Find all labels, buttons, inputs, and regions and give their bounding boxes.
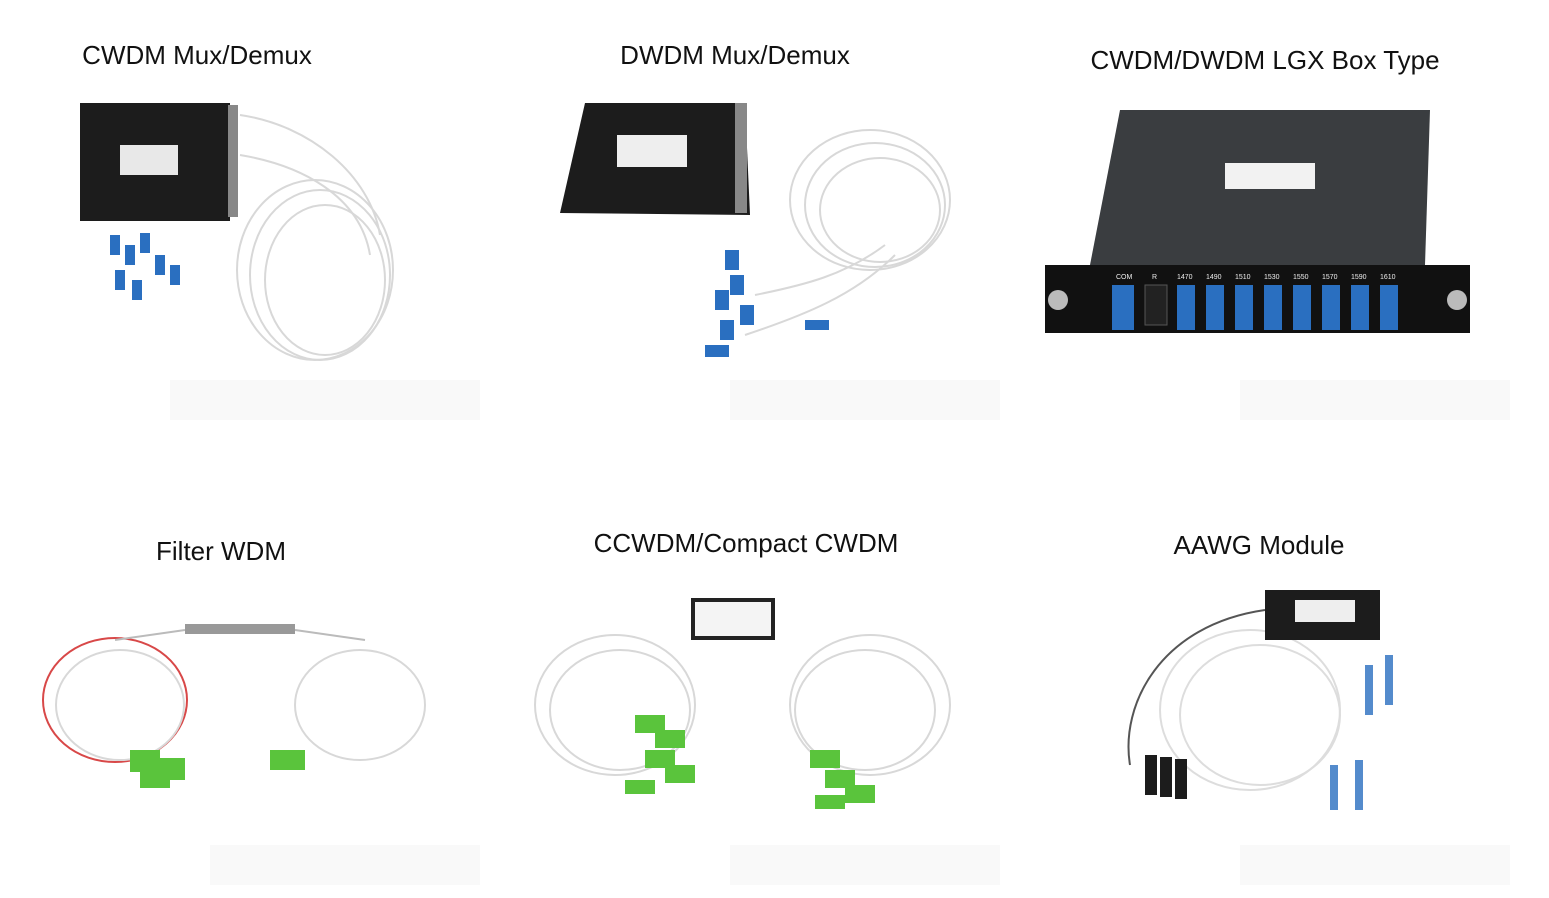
product-title-filter-wdm: Filter WDM — [156, 536, 286, 566]
lgx-ports — [1112, 284, 1398, 330]
filter-wdm-image — [42, 624, 426, 788]
watermark — [1240, 380, 1510, 420]
port-label: 1470 — [1177, 274, 1193, 281]
watermark — [730, 380, 1000, 420]
product-title-dwdm: DWDM Mux/Demux — [620, 40, 850, 70]
port-label: 1530 — [1264, 274, 1280, 281]
port-label: 1570 — [1322, 274, 1338, 281]
watermark — [210, 845, 480, 885]
watermark — [730, 845, 1000, 885]
port-label: 1510 — [1235, 274, 1251, 281]
port-label: 1550 — [1293, 274, 1309, 281]
product-title-aawg: AAWG Module — [1173, 530, 1345, 560]
port-label: 1610 — [1380, 274, 1396, 281]
product-title-cwdm: CWDM Mux/Demux — [82, 40, 312, 70]
port-label: 1490 — [1206, 274, 1222, 281]
cwdm-mux-demux-image — [80, 103, 394, 361]
port-label: R — [1152, 274, 1157, 281]
lgx-box-image: COM R 1470 1490 1510 1530 1550 1570 1590… — [1045, 110, 1470, 333]
port-label: COM — [1116, 274, 1133, 281]
watermark — [170, 380, 480, 420]
port-label: 1590 — [1351, 274, 1367, 281]
product-title-lgx: CWDM/DWDM LGX Box Type — [1090, 45, 1440, 75]
aawg-module-image — [1127, 590, 1393, 810]
dwdm-mux-demux-image — [560, 103, 951, 357]
watermark — [1240, 845, 1510, 885]
ccwdm-image — [534, 598, 951, 809]
product-title-ccwdm: CCWDM/Compact CWDM — [593, 528, 899, 558]
